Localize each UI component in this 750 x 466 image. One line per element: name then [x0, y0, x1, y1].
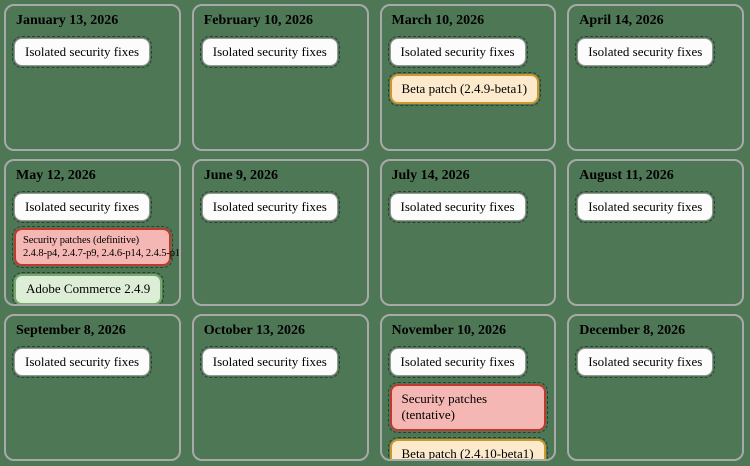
badge-sublabel: 2.4.8-p4, 2.4.7-p9, 2.4.6-p14, 2.4.5-p16	[23, 248, 181, 260]
badge-list: Isolated security fixes	[387, 190, 547, 224]
release-badge-white: Isolated security fixes	[11, 35, 153, 69]
badge-list: Isolated security fixes	[575, 35, 734, 69]
month-title: December 8, 2026	[579, 323, 686, 338]
month-card-september: September 8, 2026 Isolated security fixe…	[4, 314, 181, 461]
badge-label: Isolated security fixes	[588, 353, 703, 369]
badge-label: Isolated security fixes	[400, 43, 515, 59]
badge-label: Isolated security fixes	[212, 198, 327, 214]
release-badge-beta: Beta patch (2.4.9-beta1)	[387, 72, 542, 107]
badge-label: Isolated security fixes	[25, 43, 140, 59]
release-badge-pink: Security patches (definitive) 2.4.8-p4, …	[12, 226, 181, 269]
badge-list: Isolated security fixes	[575, 190, 734, 224]
badge-label: Security patches (definitive)	[23, 235, 140, 247]
month-card-december: December 8, 2026 Isolated security fixes	[567, 314, 744, 461]
release-badge-white: Isolated security fixes	[575, 35, 716, 69]
badge-list: Isolated security fixes	[199, 190, 359, 224]
release-badge-white: Isolated security fixes	[11, 345, 153, 379]
badge-label: Isolated security fixes	[212, 43, 327, 59]
release-badge-white: Isolated security fixes	[199, 35, 340, 69]
release-badge-pink: Security patches (tentative)	[387, 382, 549, 433]
month-card-may: May 12, 2026 Isolated security fixes Sec…	[4, 159, 181, 306]
month-title: October 13, 2026	[203, 323, 305, 338]
badge-list: Isolated security fixes Security patches…	[387, 345, 549, 461]
badge-label: Isolated security fixes	[588, 198, 703, 214]
month-title: April 14, 2026	[579, 13, 664, 28]
month-title: May 12, 2026	[16, 168, 96, 183]
release-badge-beta: Beta patch (2.4.10-beta1)	[387, 436, 548, 461]
badge-label: Adobe Commerce 2.4.9	[26, 281, 151, 297]
month-card-june: June 9, 2026 Isolated security fixes	[191, 159, 369, 306]
badge-list: Isolated security fixes Security patches…	[11, 190, 181, 304]
month-card-january: January 13, 2026 Isolated security fixes	[4, 4, 181, 151]
month-card-april: April 14, 2026 Isolated security fixes	[567, 4, 744, 151]
month-title: August 11, 2026	[579, 168, 674, 183]
month-card-october: October 13, 2026 Isolated security fixes	[191, 314, 369, 461]
release-badge-white: Isolated security fixes	[11, 190, 153, 224]
release-badge-white: Isolated security fixes	[199, 345, 340, 379]
badge-list: Isolated security fixes	[11, 35, 171, 69]
release-badge-white: Isolated security fixes	[575, 345, 716, 379]
badge-label: Beta patch (2.4.9-beta1)	[401, 81, 528, 97]
badge-label: Isolated security fixes	[588, 43, 703, 59]
month-title: September 8, 2026	[16, 323, 126, 338]
badge-label: Isolated security fixes	[25, 353, 140, 369]
month-title: July 14, 2026	[391, 168, 470, 183]
release-badge-green: Adobe Commerce 2.4.9	[11, 272, 165, 304]
badge-label: Isolated security fixes	[212, 353, 327, 369]
badge-label: Isolated security fixes	[400, 198, 515, 214]
month-card-march: March 10, 2026 Isolated security fixes B…	[379, 4, 557, 151]
release-badge-white: Isolated security fixes	[387, 345, 528, 379]
badge-label: Isolated security fixes	[25, 198, 140, 214]
release-badge-white: Isolated security fixes	[199, 190, 340, 224]
month-card-july: July 14, 2026 Isolated security fixes	[379, 159, 557, 306]
month-title: June 9, 2026	[203, 168, 279, 183]
badge-label: Security patches (tentative)	[401, 391, 488, 423]
month-card-november: November 10, 2026 Isolated security fixe…	[379, 314, 557, 461]
release-badge-white: Isolated security fixes	[387, 35, 528, 69]
month-title: January 13, 2026	[16, 13, 119, 28]
month-card-february: February 10, 2026 Isolated security fixe…	[191, 4, 369, 151]
release-badge-white: Isolated security fixes	[575, 190, 716, 224]
badge-label: Beta patch (2.4.10-beta1)	[401, 445, 534, 461]
badge-list: Isolated security fixes	[575, 345, 734, 379]
badge-label: Isolated security fixes	[400, 353, 515, 369]
month-title: March 10, 2026	[391, 13, 485, 28]
month-title: February 10, 2026	[203, 13, 314, 28]
badge-list: Isolated security fixes	[11, 345, 171, 379]
release-badge-white: Isolated security fixes	[387, 190, 528, 224]
badge-list: Isolated security fixes	[199, 35, 359, 69]
badge-list: Isolated security fixes	[199, 345, 359, 379]
month-card-august: August 11, 2026 Isolated security fixes	[567, 159, 744, 306]
month-title: November 10, 2026	[391, 323, 506, 338]
badge-list: Isolated security fixes Beta patch (2.4.…	[387, 35, 547, 107]
